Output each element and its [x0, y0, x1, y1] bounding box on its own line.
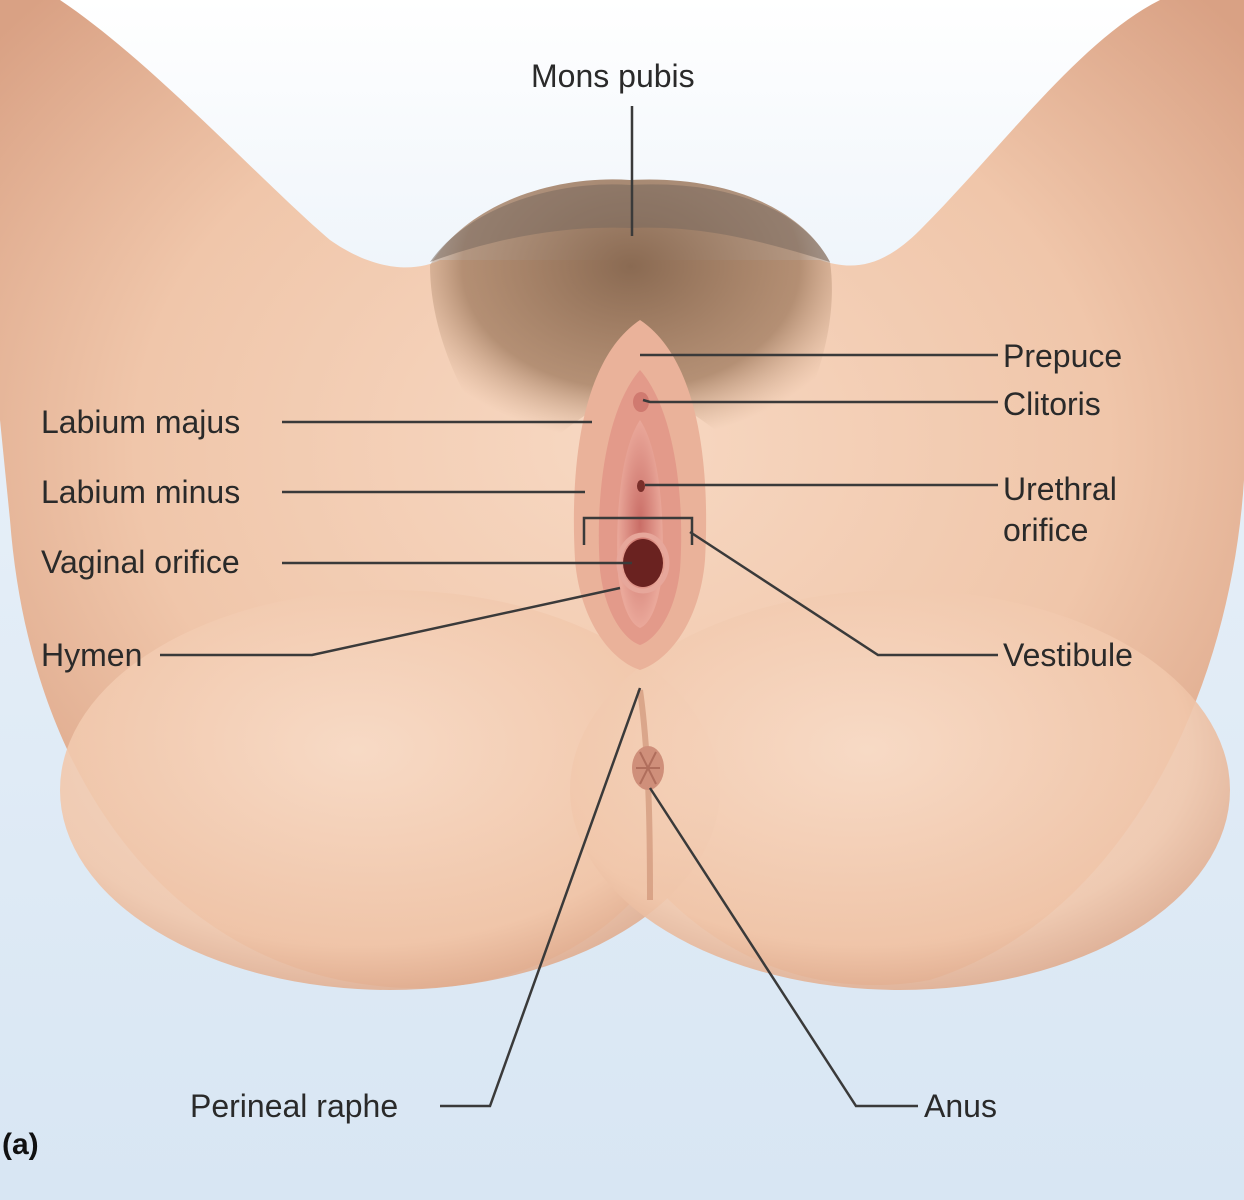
label-urethral-orifice-line1: Urethral	[1003, 471, 1117, 507]
leader-anus	[648, 787, 918, 1108]
label-vaginal-orifice: Vaginal orifice	[41, 544, 240, 580]
label-labium-majus: Labium majus	[41, 404, 241, 440]
left-buttock	[60, 590, 720, 990]
panel-label: (a)	[2, 1128, 39, 1161]
label-prepuce: Prepuce	[1003, 338, 1123, 374]
vaginal-orifice-shape	[623, 539, 663, 587]
label-labium-minus: Labium minus	[41, 474, 241, 510]
label-vestibule: Vestibule	[1003, 637, 1133, 673]
label-perineal-raphe: Perineal raphe	[190, 1088, 399, 1124]
leader-lines	[160, 106, 998, 1108]
clitoris-shape	[633, 392, 649, 412]
leader-vestibule	[689, 530, 998, 657]
urethral-orifice-shape	[637, 480, 645, 492]
pubic-hair-top	[430, 184, 830, 262]
pubic-hair	[430, 179, 832, 470]
label-mons-pubis: Mons pubis	[531, 58, 695, 94]
label-hymen: Hymen	[41, 637, 143, 673]
right-buttock	[570, 590, 1230, 990]
vestibule-bracket	[582, 516, 694, 545]
leader-clitoris	[642, 398, 998, 404]
label-clitoris: Clitoris	[1003, 386, 1101, 422]
label-anus: Anus	[924, 1088, 997, 1124]
label-urethral-orifice-line2: orifice	[1003, 512, 1089, 548]
leader-perineal-raphe	[440, 687, 642, 1108]
gluteal-cleft	[637, 689, 653, 901]
anus-folds	[636, 751, 660, 785]
leader-hymen	[160, 586, 621, 657]
